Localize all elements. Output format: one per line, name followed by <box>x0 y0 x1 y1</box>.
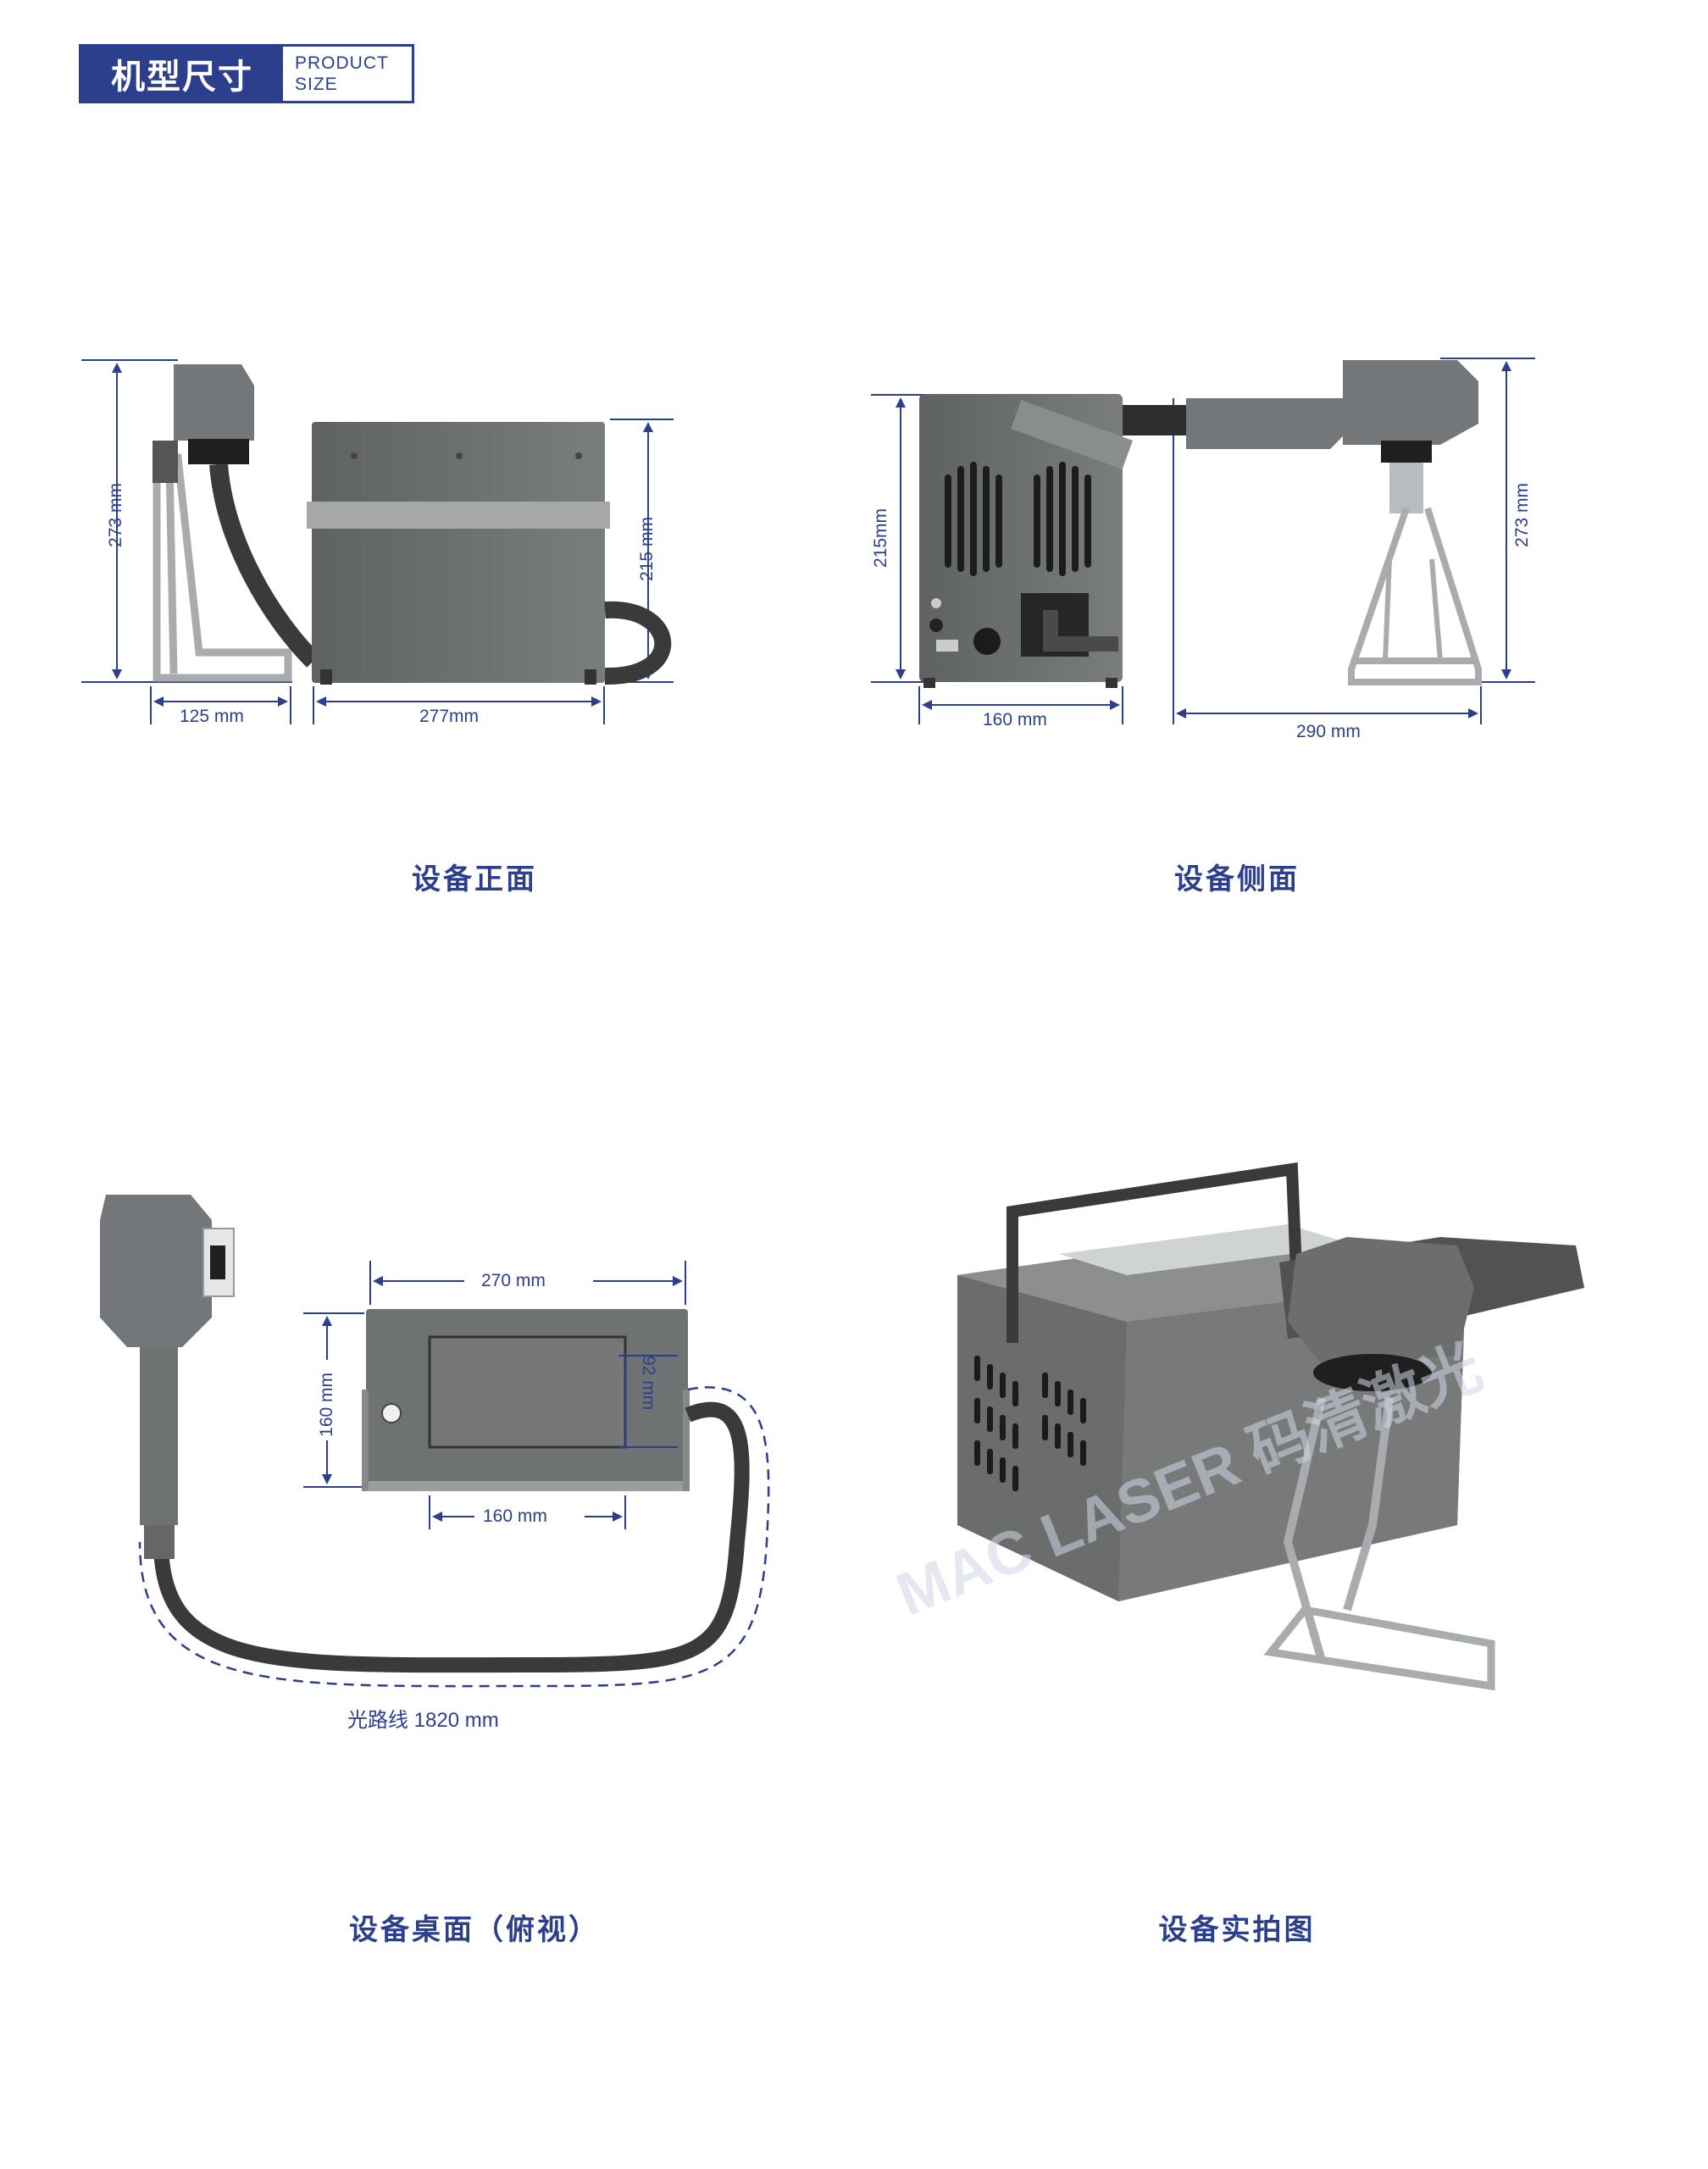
top-screen-height-label: 92 mm <box>639 1356 658 1411</box>
top-box-depth-label: 160 mm <box>317 1373 336 1437</box>
side-view-caption: 设备侧面 <box>1174 863 1300 896</box>
top-view-drawing <box>100 1195 770 1688</box>
photo-view-caption: 设备实拍图 <box>1158 1913 1316 1947</box>
section-header-badge: 机型尺寸 PRODUCT SIZE <box>79 44 414 103</box>
side-height-left-label: 215mm <box>871 508 890 569</box>
top-screen-width-label: 160 mm <box>483 1506 547 1526</box>
side-view-drawing <box>871 358 1535 724</box>
front-height-right-label: 215 mm <box>637 517 657 581</box>
front-width-stand-label: 125 mm <box>180 707 244 726</box>
product-photo <box>957 1162 1584 1691</box>
side-width-box-label: 160 mm <box>983 710 1047 729</box>
cable-length-label: 光路线 1820 mm <box>347 1709 499 1732</box>
front-view-drawing <box>81 359 674 724</box>
top-view-caption: 设备桌面（俯视） <box>349 1913 600 1947</box>
section-title-en: PRODUCT SIZE <box>283 47 389 101</box>
side-width-arm-label: 290 mm <box>1296 722 1361 741</box>
front-height-left-label: 273 mm <box>106 483 125 547</box>
top-box-width-label: 270 mm <box>481 1271 546 1290</box>
side-height-right-label: 273 mm <box>1512 483 1532 547</box>
section-title-en-line1: PRODUCT <box>295 53 389 73</box>
front-view-caption: 设备正面 <box>412 863 537 896</box>
front-width-box-label: 277mm <box>419 707 480 726</box>
section-title-en-line2: SIZE <box>295 75 338 94</box>
section-title-cn: 机型尺寸 <box>81 47 283 101</box>
